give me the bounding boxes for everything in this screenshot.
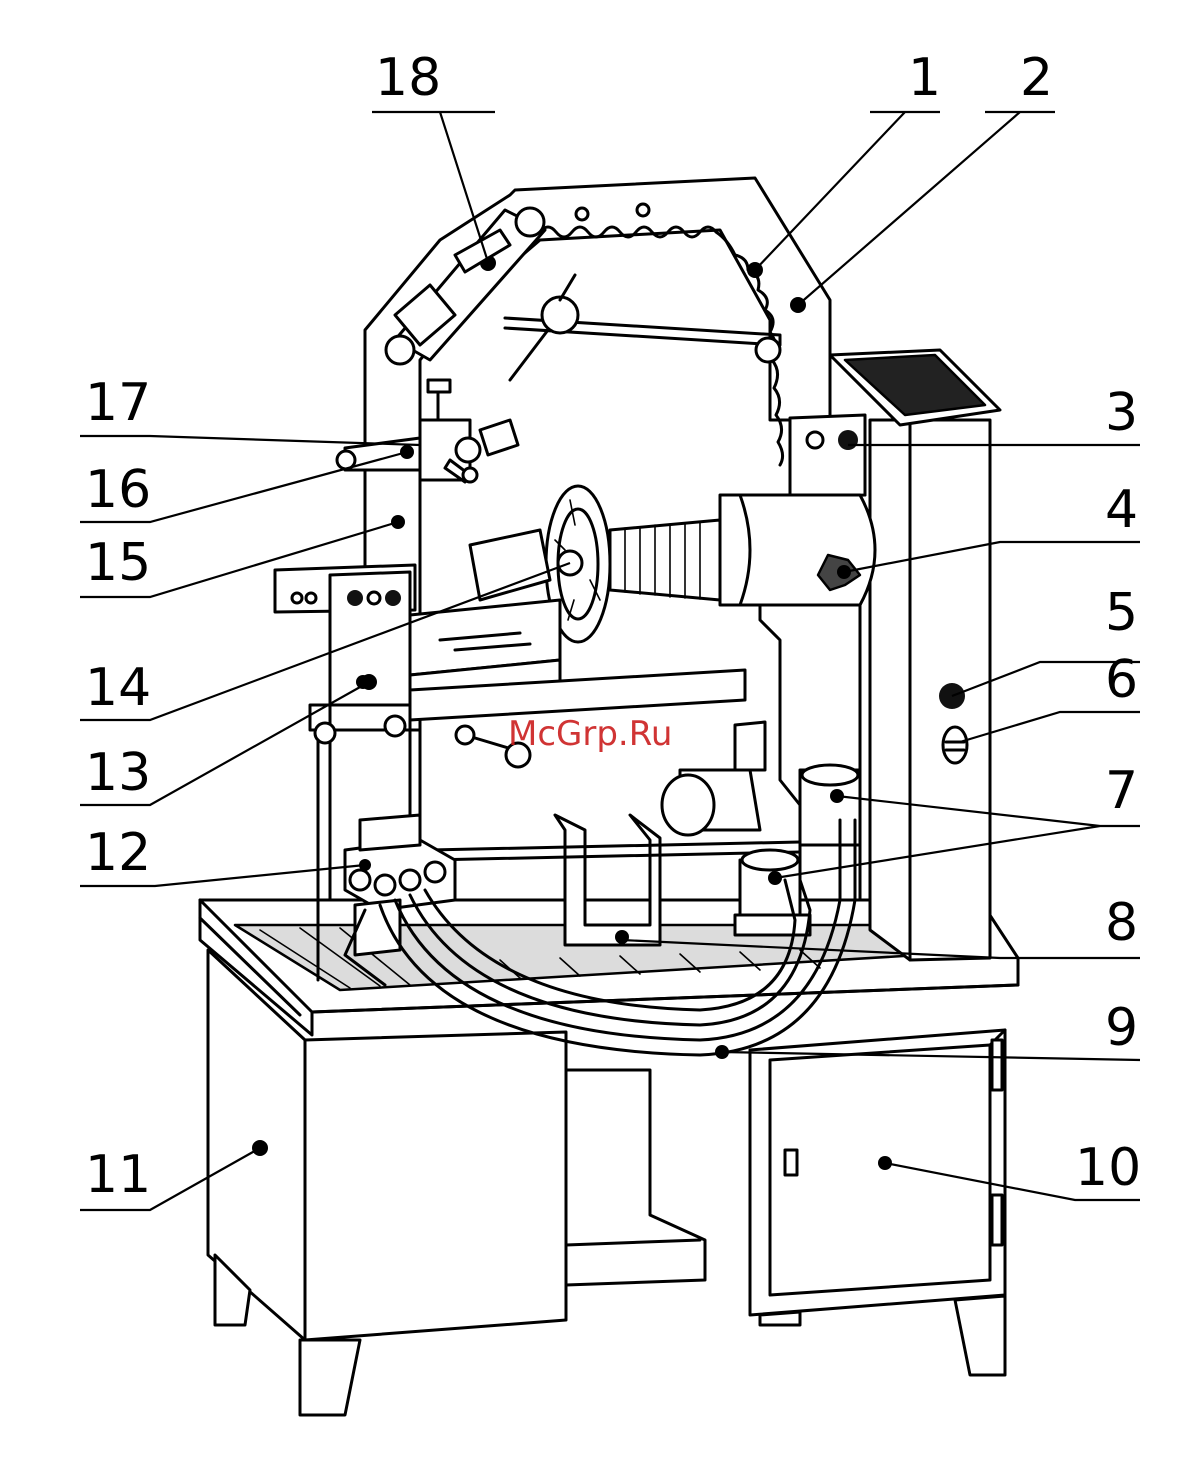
gauge [505,275,780,380]
callout-2: 2 [1020,48,1053,108]
callout-4: 4 [1105,480,1138,540]
callout-3: 3 [1105,383,1138,443]
callout-11: 11 [85,1145,151,1205]
callout-15: 15 [85,533,151,593]
callout-8: 8 [1105,893,1138,953]
callout-14: 14 [85,658,151,718]
callout-5: 5 [1105,583,1138,643]
callout-1: 1 [908,48,941,108]
callout-9: 9 [1105,998,1138,1058]
callout-12: 12 [85,823,151,883]
bench-cabinet [200,900,1018,1415]
callout-16: 16 [85,460,151,520]
callout-17: 17 [85,373,151,433]
callout-6: 6 [1105,650,1138,710]
callout-7: 7 [1105,761,1138,821]
callout-10: 10 [1075,1138,1141,1198]
callout-18: 18 [375,48,441,108]
watermark: McGrp.Ru [508,714,672,754]
callout-13: 13 [85,743,151,803]
